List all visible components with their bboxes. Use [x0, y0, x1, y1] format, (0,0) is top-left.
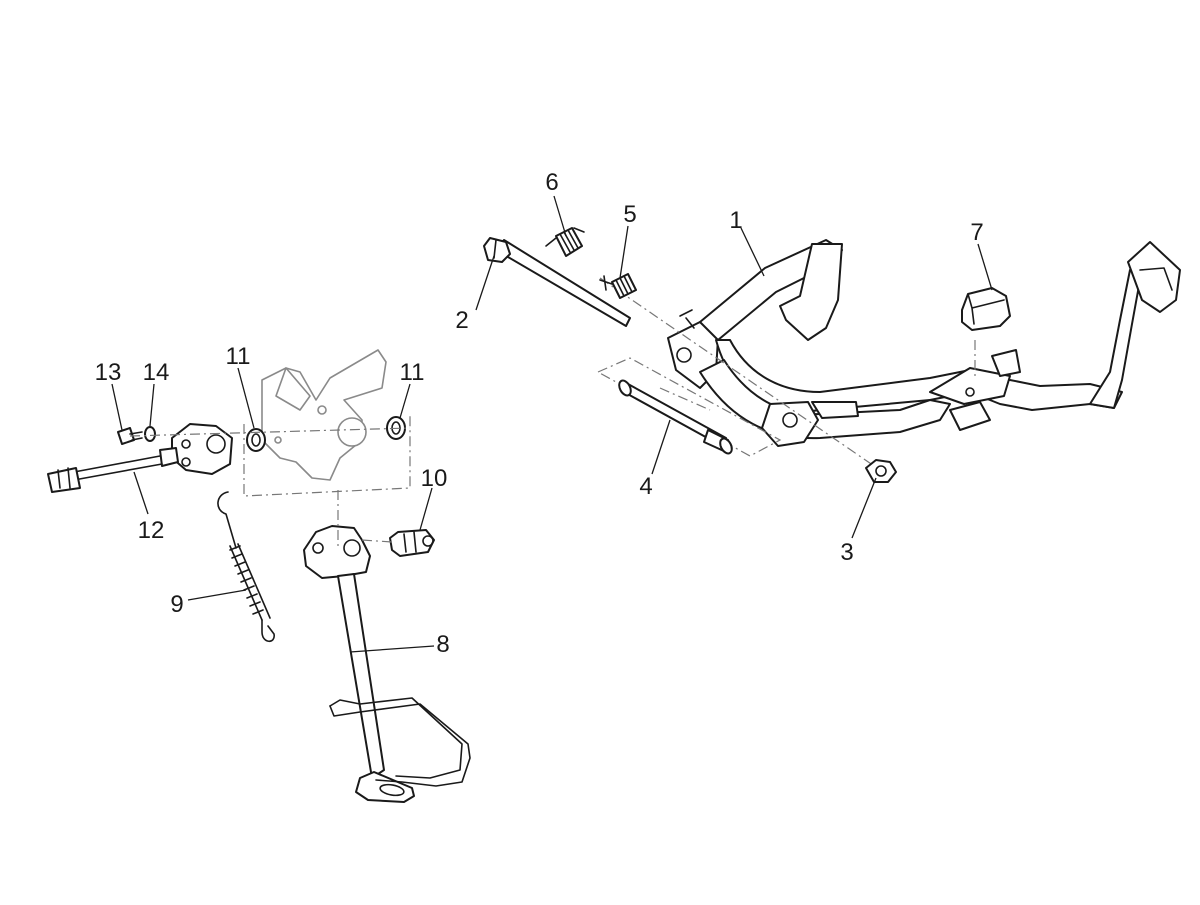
callout-9: 9	[170, 591, 183, 618]
side-stand-pivot-pin	[389, 529, 435, 557]
callout-8: 8	[436, 631, 449, 658]
spacer-tube	[618, 379, 733, 455]
side-stand-spring	[217, 491, 275, 643]
torsion-spring-large	[545, 227, 585, 257]
stand-nut	[865, 459, 897, 483]
switch-washer	[144, 426, 156, 442]
rubber-bumper	[961, 287, 1011, 331]
callout-labels: 1 2 3 4 5 6 7 8 9 10 11 11 12 13 14	[95, 169, 984, 658]
pivot-bolt	[483, 237, 631, 327]
callout-13: 13	[95, 359, 122, 386]
callout-11-right: 11	[400, 359, 425, 386]
callout-14: 14	[143, 359, 170, 386]
center-stand	[667, 239, 1181, 447]
assembly-centerlines-right	[596, 277, 976, 471]
callout-2: 2	[455, 307, 468, 334]
callout-5: 5	[623, 201, 636, 228]
torsion-spring-small	[599, 273, 637, 299]
callout-1: 1	[729, 207, 742, 234]
callout-12: 12	[138, 517, 165, 544]
side-stand	[303, 525, 471, 803]
assembly-centerlines-left	[129, 416, 411, 548]
side-stand-switch	[47, 423, 233, 493]
callout-7: 7	[970, 219, 983, 246]
washer-left	[246, 428, 266, 452]
callout-11-left: 11	[226, 343, 251, 370]
callout-6: 6	[545, 169, 558, 196]
switch-screw	[117, 427, 143, 445]
callout-3: 3	[840, 539, 853, 566]
callout-10: 10	[421, 465, 448, 492]
callout-4: 4	[639, 473, 652, 500]
frame-bracket-ghost	[261, 349, 387, 481]
leader-lines	[111, 195, 993, 653]
